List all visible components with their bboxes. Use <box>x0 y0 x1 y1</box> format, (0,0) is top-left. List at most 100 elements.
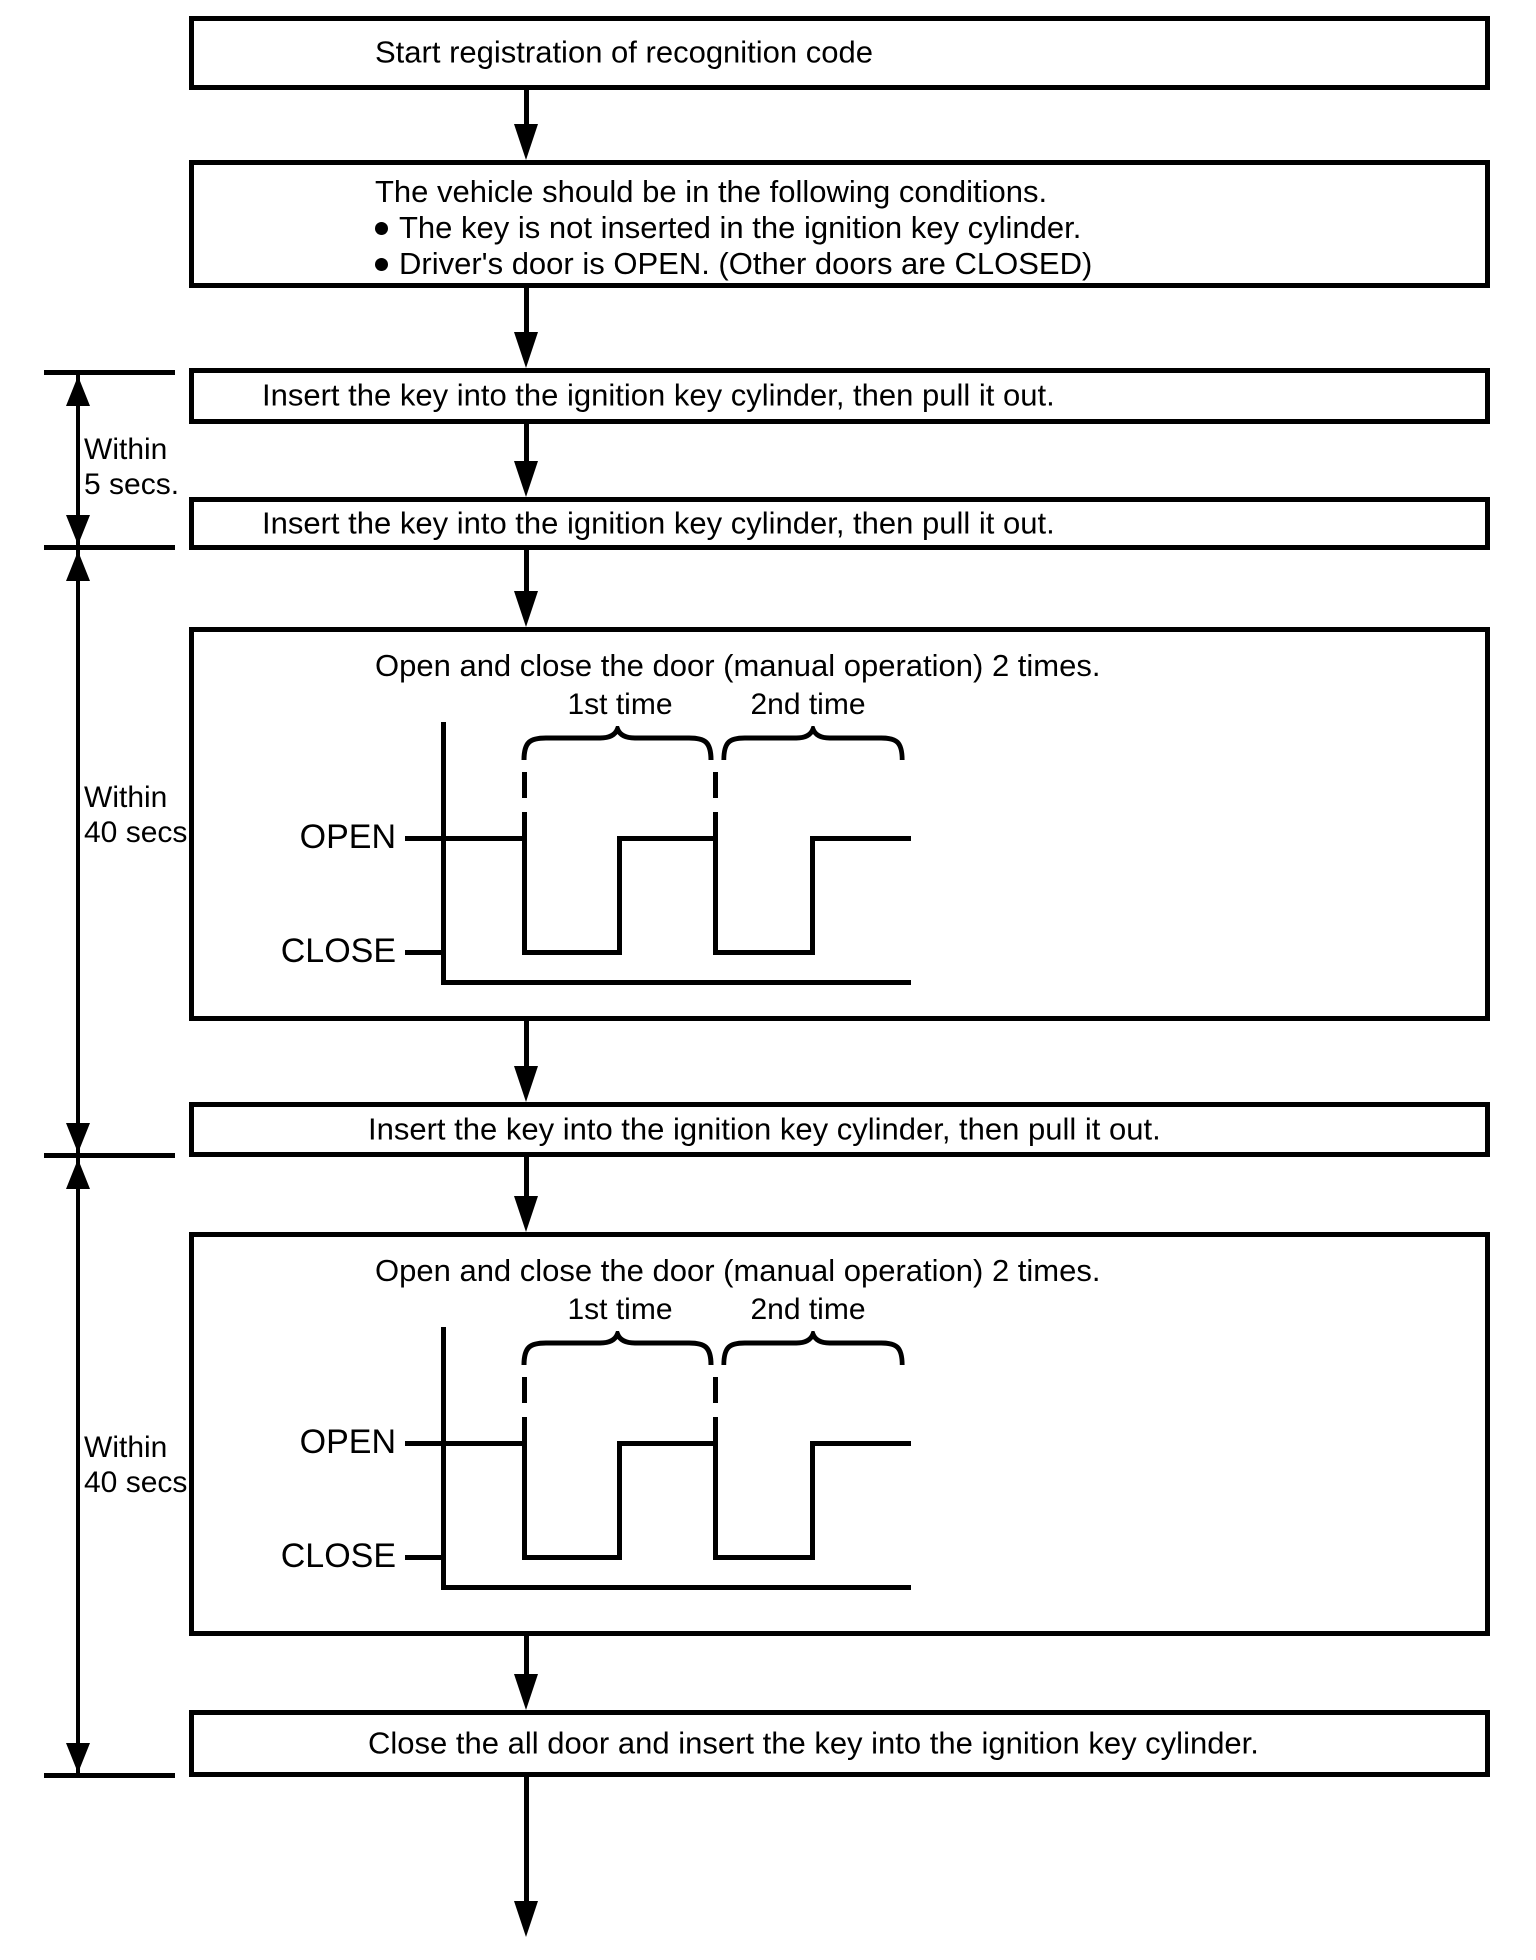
timing-label-line: 40 secs. <box>84 1466 196 1499</box>
flow-arrow <box>514 424 539 497</box>
door-signal-segment <box>810 836 815 955</box>
arrow-up-icon <box>66 1159 90 1189</box>
flow-box-insert-key-1-text: Insert the key into the ignition key cyl… <box>262 377 1055 413</box>
flow-box-insert-key-1: Insert the key into the ignition key cyl… <box>189 368 1490 424</box>
waveform-title: Open and close the door (manual operatio… <box>375 1253 1101 1288</box>
timing-label-line: Within <box>84 781 168 814</box>
flow-arrow <box>514 288 539 368</box>
signal-axis <box>441 722 446 984</box>
door-waveform-1: Open and close the door (manual operatio… <box>194 632 1485 1016</box>
door-signal-segment <box>810 836 911 841</box>
condition-item-text: Driver's door is OPEN. (Other doors are … <box>399 246 1093 281</box>
door-signal-segment <box>441 836 527 841</box>
arrow-stem <box>524 550 529 599</box>
flow-box-conditions: The vehicle should be in the following c… <box>189 160 1490 288</box>
condition-item: Driver's door is OPEN. (Other doors are … <box>375 246 1092 282</box>
condition-item-text: The key is not inserted in the ignition … <box>399 210 1082 245</box>
arrow-stem <box>524 288 529 340</box>
arrow-down-icon <box>66 1123 90 1153</box>
dashed-marker-line <box>713 772 718 836</box>
first-time-label: 1st time <box>567 1293 673 1326</box>
arrow-down-icon <box>514 1674 538 1710</box>
arrow-stem <box>524 1777 529 1909</box>
time-baseline <box>441 1585 911 1590</box>
timing-label-5-secs: Within 5 secs. <box>84 432 179 502</box>
second-time-label: 2nd time <box>750 688 866 721</box>
arrow-down-icon <box>514 332 538 368</box>
door-signal-segment <box>617 836 622 955</box>
arrow-down-icon <box>514 1196 538 1232</box>
timing-bracket-line <box>76 1158 80 1773</box>
door-signal-segment <box>713 1555 815 1560</box>
flow-box-door-cycle-1: Open and close the door (manual operatio… <box>189 627 1490 1021</box>
second-time-label: 2nd time <box>750 1293 866 1326</box>
timing-bracket-line <box>76 375 80 545</box>
bracket-tick <box>44 1773 175 1778</box>
door-signal-segment <box>713 836 718 955</box>
door-signal-segment <box>617 1441 622 1560</box>
arrow-up-icon <box>66 551 90 581</box>
flow-arrow <box>514 1021 539 1102</box>
door-signal-segment <box>522 836 527 955</box>
arrow-stem <box>524 1636 529 1682</box>
bullet-icon <box>375 257 388 271</box>
door-signal-segment <box>617 836 718 841</box>
arrow-stem <box>524 1021 529 1074</box>
door-signal-segment <box>713 950 815 955</box>
first-time-label: 1st time <box>567 688 673 721</box>
signal-axis <box>441 1327 446 1589</box>
timing-label-line: 40 secs. <box>84 816 196 849</box>
flow-box-close-all-doors-text: Close the all door and insert the key in… <box>368 1724 1259 1760</box>
close-level-tick <box>405 1555 441 1560</box>
bracket-tick <box>44 1153 175 1158</box>
arrow-stem <box>524 424 529 469</box>
arrow-down-icon <box>66 1743 90 1773</box>
flow-box-insert-key-2: Insert the key into the ignition key cyl… <box>189 497 1490 550</box>
timing-label-40-secs-2: Within 40 secs. <box>84 1430 196 1500</box>
conditions-intro: The vehicle should be in the following c… <box>375 174 1048 209</box>
flow-arrow <box>514 90 539 160</box>
arrow-down-icon <box>514 461 538 497</box>
door-signal-segment <box>522 1555 622 1560</box>
door-signal-segment <box>713 1441 718 1560</box>
arrow-down-icon <box>514 591 538 627</box>
arrow-up-icon <box>66 376 90 406</box>
timing-label-line: Within <box>84 1431 168 1464</box>
condition-item: The key is not inserted in the ignition … <box>375 210 1092 246</box>
overbrace-icon <box>521 1331 714 1366</box>
door-signal-segment <box>810 1441 911 1446</box>
conditions-text-block: The vehicle should be in the following c… <box>375 174 1092 282</box>
waveform-title: Open and close the door (manual operatio… <box>375 648 1101 683</box>
flow-box-close-all-doors: Close the all door and insert the key in… <box>189 1710 1490 1777</box>
door-signal-segment <box>522 950 622 955</box>
bullet-icon <box>375 221 388 235</box>
door-signal-segment <box>522 1441 527 1560</box>
timing-label-line: 5 secs. <box>84 468 180 501</box>
open-level-tick <box>405 836 441 841</box>
arrow-stem <box>524 90 529 132</box>
bracket-tick <box>44 545 175 550</box>
timing-label-40-secs-1: Within 40 secs. <box>84 780 196 850</box>
flow-arrow <box>514 1157 539 1232</box>
time-baseline <box>441 980 911 985</box>
open-level-label: OPEN <box>299 818 396 856</box>
arrow-down-icon <box>514 1901 538 1937</box>
door-waveform-2: Open and close the door (manual operatio… <box>194 1237 1485 1631</box>
arrow-down-icon <box>66 515 90 545</box>
open-level-tick <box>405 1441 441 1446</box>
flow-box-insert-key-3-text: Insert the key into the ignition key cyl… <box>368 1110 1161 1146</box>
flow-arrow-exit <box>514 1777 539 1937</box>
dashed-marker-line <box>522 772 527 836</box>
close-level-tick <box>405 950 441 955</box>
overbrace-icon <box>521 726 714 761</box>
flow-box-start: Start registration of recognition code <box>189 16 1490 90</box>
flow-arrow <box>514 1636 539 1710</box>
bracket-tick <box>44 370 175 375</box>
overbrace-icon <box>721 1331 905 1366</box>
door-signal-segment <box>441 1441 527 1446</box>
door-signal-segment <box>810 1441 815 1560</box>
flow-box-start-text: Start registration of recognition code <box>375 34 873 70</box>
close-level-label: CLOSE <box>280 932 396 970</box>
dashed-marker-line <box>713 1377 718 1441</box>
